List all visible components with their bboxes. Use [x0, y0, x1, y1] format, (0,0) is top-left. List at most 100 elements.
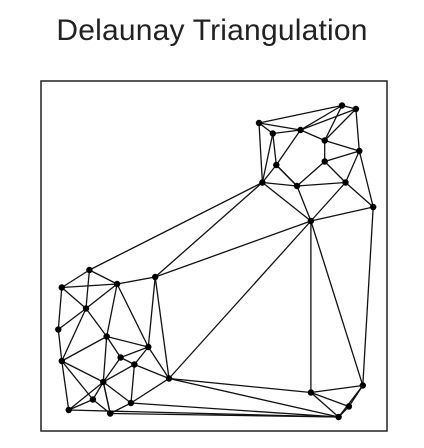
- triangulation-edge: [85, 283, 118, 310]
- triangulation-vertex: [259, 179, 266, 186]
- triangulation-vertex: [345, 403, 353, 410]
- triangulation-vertex: [117, 354, 124, 361]
- triangulation-edge: [262, 181, 298, 187]
- triangulation-edge: [147, 276, 156, 348]
- triangulation-edge: [275, 129, 302, 166]
- triangulation-edge: [324, 108, 357, 141]
- triangulation-vertex: [359, 382, 366, 389]
- triangulation-edge: [68, 381, 104, 411]
- triangulation-vertex: [321, 137, 328, 144]
- triangulation-vertex: [352, 105, 360, 113]
- triangulation-edge: [147, 346, 170, 379]
- triangulation-vertex: [338, 102, 346, 109]
- triangulation-vertex: [293, 182, 301, 190]
- triangulation-edge: [296, 185, 312, 222]
- triangulation-vertex: [113, 280, 121, 288]
- triangulation-vertex: [307, 389, 315, 396]
- triangulation-vertex: [65, 406, 72, 414]
- triangulation-vertex: [356, 147, 363, 155]
- triangulation-edge: [348, 385, 364, 407]
- triangulation-edge: [345, 182, 374, 208]
- triangulation-edge: [61, 308, 87, 362]
- triangulation-edge: [106, 336, 122, 358]
- triangulation-edge: [85, 269, 91, 309]
- triangulation-vertex: [370, 203, 377, 211]
- triangulation-edge: [102, 381, 111, 414]
- triangulation-edge: [261, 133, 274, 183]
- triangulation-edge: [272, 129, 301, 135]
- triangulation-vertex: [82, 305, 90, 312]
- triangulation-vertex: [131, 361, 138, 368]
- triangulation-edge: [324, 139, 360, 152]
- triangulation-edge: [261, 164, 277, 183]
- triangulation-edge: [130, 402, 339, 418]
- triangulation-edge: [102, 381, 132, 404]
- triangulation-edge: [296, 161, 326, 187]
- triangulation-edge: [358, 150, 374, 208]
- triangulation-vertex: [103, 333, 110, 340]
- triangulation-edge: [310, 182, 346, 222]
- triangulation-vertex: [321, 158, 328, 165]
- triangulation-edge: [310, 391, 350, 408]
- triangulation-edge: [57, 287, 63, 330]
- edge-group: [57, 104, 374, 418]
- triangulation-edge: [102, 336, 108, 383]
- triangulation-edge: [272, 133, 277, 166]
- triangulation-edge: [57, 307, 87, 331]
- triangulation-edge: [68, 409, 339, 418]
- triangulation-edge: [300, 104, 343, 131]
- triangulation-edge: [310, 384, 363, 394]
- triangulation-edge: [61, 335, 108, 362]
- triangulation-vertex: [273, 161, 280, 169]
- triangulation-vertex: [107, 410, 114, 417]
- triangulation-edge: [258, 104, 343, 124]
- plot-frame: [40, 80, 388, 432]
- triangulation-edge: [300, 129, 325, 142]
- triangulation-edge: [168, 377, 339, 418]
- triangulation-edge: [324, 161, 346, 183]
- triangulation-edge: [102, 357, 122, 383]
- triangulation-edge: [324, 150, 360, 163]
- triangulation-edge: [61, 269, 90, 289]
- triangulation-edge: [106, 335, 149, 348]
- triangulation-vertex: [145, 343, 152, 351]
- triangulation-edge: [133, 346, 149, 365]
- triangulation-edge: [134, 363, 170, 380]
- triangulation-vertex: [100, 378, 107, 386]
- triangulation-edge: [310, 220, 364, 386]
- triangulation-vertex: [58, 284, 65, 291]
- triangulation-edge: [154, 182, 263, 278]
- triangulation-edge: [310, 392, 340, 418]
- triangulation-vertex: [152, 273, 159, 281]
- triangulation-edge: [168, 220, 312, 379]
- triangulation-edge: [61, 283, 118, 289]
- triangulation-edge: [120, 346, 149, 359]
- triangulation-edge: [258, 122, 264, 183]
- triangulation-edge: [310, 206, 374, 222]
- triangulation-vertex: [342, 179, 349, 186]
- triangulation-plot: [40, 80, 388, 432]
- triangulation-edge: [61, 360, 104, 383]
- triangulation-edge: [68, 398, 94, 411]
- triangulation-vertex: [89, 396, 97, 403]
- triangulation-edge: [296, 181, 346, 187]
- triangulation-vertex: [86, 266, 93, 274]
- triangulation-edge: [116, 283, 149, 348]
- triangulation-vertex: [165, 375, 173, 382]
- triangulation-edge: [102, 363, 135, 383]
- vertex-group: [55, 102, 377, 421]
- triangulation-edge: [168, 377, 311, 394]
- triangulation-edge: [106, 283, 118, 337]
- triangulation-edge: [61, 360, 70, 411]
- triangulation-edge: [116, 276, 156, 285]
- triangulation-edge: [275, 164, 298, 187]
- triangulation-vertex: [307, 217, 315, 225]
- triangulation-edge: [324, 105, 343, 141]
- triangulation-edge: [57, 329, 63, 362]
- figure-title: Delaunay Triangulation: [56, 14, 368, 47]
- triangulation-edge: [258, 122, 301, 131]
- triangulation-vertex: [127, 399, 135, 407]
- triangulation-vertex: [297, 126, 304, 134]
- triangulation-vertex: [269, 130, 276, 137]
